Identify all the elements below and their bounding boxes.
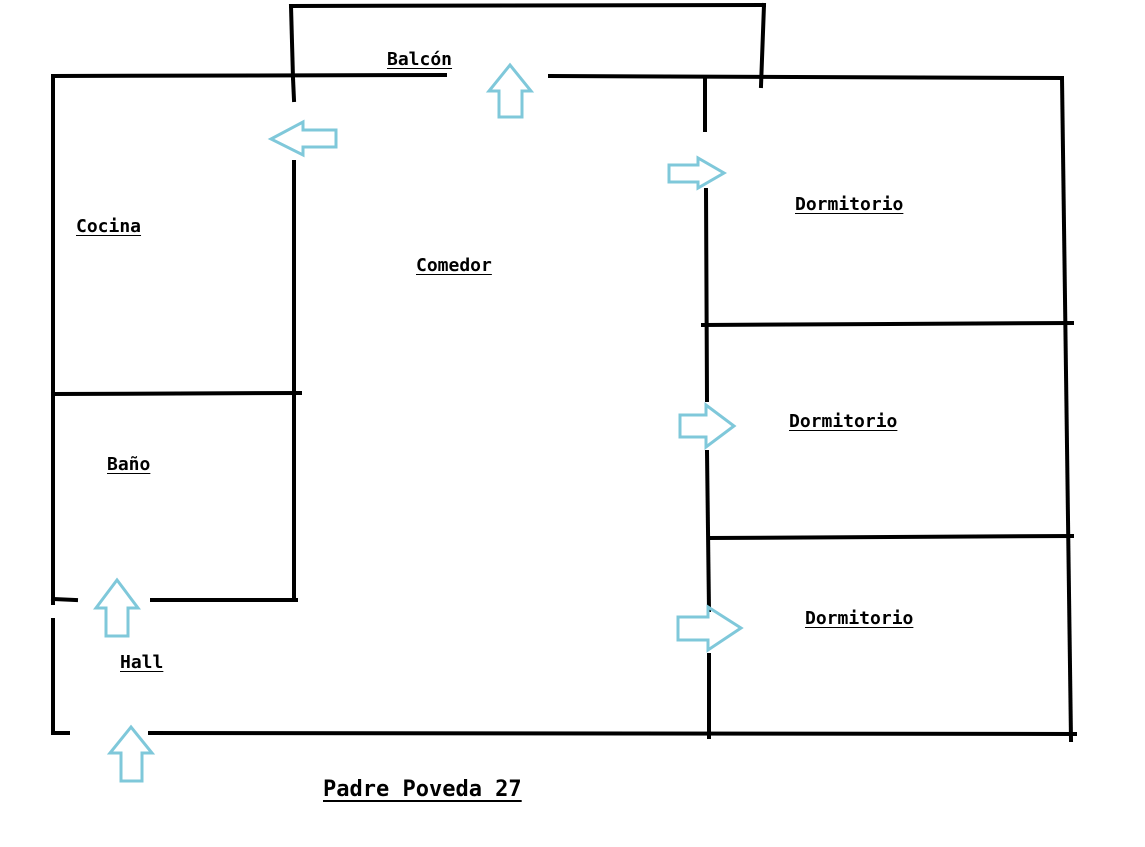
bedroom-divider-1 — [700, 320, 1075, 328]
room-label-hall: Hall — [120, 652, 164, 673]
room-label-bano: Baño — [107, 454, 151, 475]
bedroom-divider-2 — [706, 533, 1075, 541]
room-label-dormitorio-1: Dormitorio — [795, 194, 904, 215]
balcony-wall-right — [758, 2, 767, 89]
arrow-right-bedroom-2-icon — [678, 402, 737, 450]
arrow-up-bath-icon — [93, 577, 141, 638]
room-label-balcon: Balcón — [387, 49, 453, 70]
bath-wall-bottom-left — [50, 596, 79, 603]
outer-wall-bottom — [147, 730, 1078, 737]
room-label-cocina: Cocina — [76, 216, 142, 237]
arrow-left-kitchen-icon — [267, 119, 338, 158]
kitchen-bath-divider — [50, 390, 303, 397]
bedrooms-wall-left-2 — [703, 187, 710, 403]
arrow-right-bedroom-1-icon — [667, 155, 728, 191]
outer-wall-top-right — [547, 73, 1065, 81]
arrow-up-balcony-icon — [485, 62, 535, 119]
room-label-comedor: Comedor — [416, 255, 492, 276]
balcony-wall-top — [288, 2, 767, 9]
bedrooms-wall-left-3 — [704, 449, 712, 613]
balcony-wall-left — [288, 3, 296, 81]
room-label-dormitorio-2: Dormitorio — [789, 411, 898, 432]
kitchen-wall-right-upper — [290, 75, 297, 103]
arrow-right-bedroom-3-icon — [676, 604, 744, 653]
address-caption: Padre Poveda 27 — [323, 777, 522, 802]
arrow-up-entrance-icon — [106, 724, 156, 783]
outer-wall-right — [1059, 75, 1074, 743]
outer-wall-top-left — [50, 72, 448, 79]
room-label-dormitorio-3: Dormitorio — [805, 608, 914, 629]
